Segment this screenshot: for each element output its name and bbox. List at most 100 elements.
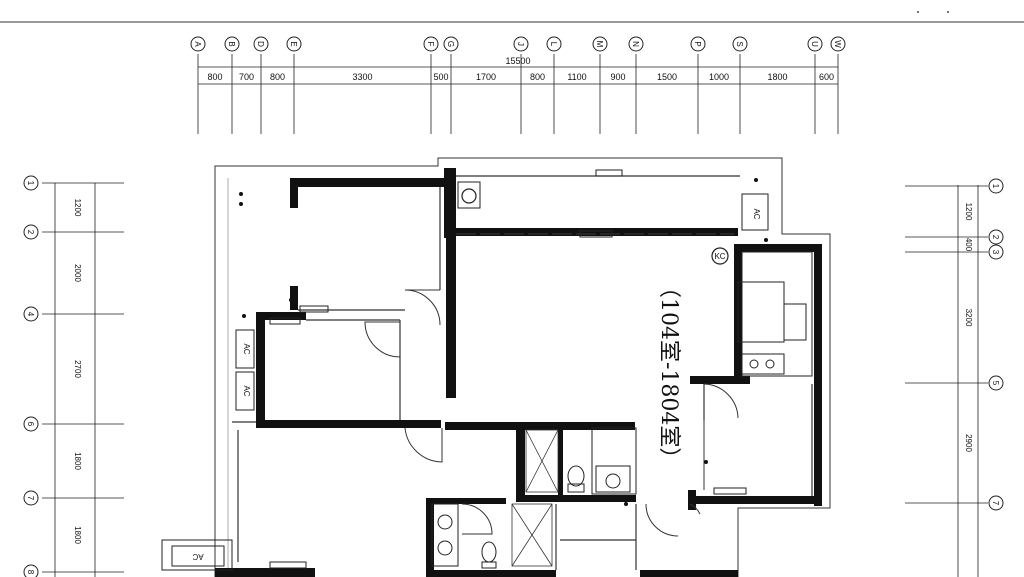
wall-kitchen-top [734,244,822,252]
kitchen-counter [737,251,813,377]
top-axis-label-P: P [693,41,702,46]
top-axis-label-E: E [289,41,298,46]
structural-walls [215,168,822,577]
door-bath2 [461,503,493,535]
ac-unit-left-1: AC [235,329,255,369]
unit-range-label: （104室-1804室） [656,276,681,469]
door-kitchen [703,383,739,419]
wall-bath-top [445,422,635,430]
left-axis-label-2: 2 [26,230,35,235]
left-axis-label-6: 6 [26,422,35,427]
ac-unit-top-right: AC [741,193,769,231]
right-axis-bubble-5-3 [988,375,1004,391]
top-span-1: 700 [239,72,254,82]
top-axis-lines [197,54,839,134]
wall-bottom-left [215,568,315,577]
top-span-5: 1700 [476,72,496,82]
right-axis-bubble-3-2 [988,244,1004,260]
right-axis-lines [905,185,988,504]
svg-text:AC: AC [752,208,761,219]
right-span-0: 1200 [964,203,973,221]
drain-markers [239,178,768,506]
wall-column-center [444,168,456,238]
top-axis-bubble-U [807,36,823,52]
top-axis-bubble-J [513,36,529,52]
top-span-8: 900 [610,72,625,82]
top-axis-bubble-F [423,36,439,52]
wall-bedroom3-left [688,490,696,510]
svg-text:AC: AC [192,552,203,561]
washing-machine-icon [457,181,481,209]
top-span-7: 1100 [567,72,586,82]
top-axis-bubble-D [253,36,269,52]
wall-kitchen-right [814,244,822,506]
shower-2 [511,503,553,567]
outer-envelope [214,157,831,577]
right-axis-label-7-4: 7 [991,501,1000,506]
top-axis-bubble-P [690,36,706,52]
left-span-2: 2700 [73,360,82,378]
right-span-2: 3200 [964,309,973,327]
ac-unit-left-2: AC [235,371,255,411]
top-span-10: 1000 [709,72,729,82]
svg-text:AC: AC [242,385,251,396]
wall-bedroom1-left-low [290,286,298,310]
left-span-4: 1800 [73,526,82,544]
top-total-dimension: 15500 [505,56,530,66]
top-span-11: 1800 [767,72,787,82]
wall-living-top [456,228,738,236]
top-axis-label-B: B [227,41,236,46]
right-axis-bubble-1-0 [988,178,1004,194]
top-axis-bubble-B [224,36,240,52]
top-axis-label-L: L [549,42,558,47]
kc-marker-icon: KC [711,247,729,265]
top-span-6: 800 [530,72,545,82]
left-axis-label-7: 7 [26,496,35,501]
left-span-1: 2000 [73,264,82,282]
door-bedroom1 [404,289,441,326]
wall-kitchen-bottom [690,376,750,384]
right-axis-label-3-2: 3 [991,250,1000,255]
ac-unit-bottom-left: AC [161,539,233,571]
top-span-0: 800 [207,72,222,82]
shower-1 [525,429,559,493]
top-axis-bubble-A [190,36,206,52]
top-axis-label-G: G [446,41,455,47]
top-axis-bubble-L [546,36,562,52]
top-axis-label-A: A [193,41,202,47]
top-span-4: 500 [433,72,448,82]
wall-center-upper [446,238,456,398]
left-axis-bubble-8 [23,564,39,577]
left-axis-label-4: 4 [26,312,35,317]
top-axis-label-F: F [426,42,435,47]
left-axis-label-8: 8 [26,570,35,575]
top-axis-label-U: U [810,41,819,47]
toilet-1-icon [567,465,585,493]
wall-bedroom1-top [290,178,450,187]
top-axis-bubble-W [830,36,846,52]
svg-text:KC: KC [714,252,725,261]
right-axis-label-1-0: 1 [991,184,1000,189]
top-axis-label-D: D [256,41,265,47]
wall-bottom-mid [426,570,556,577]
left-axis-bubble-4 [23,306,39,322]
door-lower-room [645,503,679,537]
fixtures: AC AC AC AC KC [161,169,813,571]
door-bedroom2 [364,321,401,358]
top-span-12: 600 [819,72,834,82]
left-axis-bubble-7 [23,490,39,506]
window-markers [269,169,747,569]
wall-bedroom2-left [256,312,265,422]
wall-bedroom2-top [256,312,306,320]
top-axis-bubble-N [628,36,644,52]
wall-bedroom1-left [290,178,298,208]
